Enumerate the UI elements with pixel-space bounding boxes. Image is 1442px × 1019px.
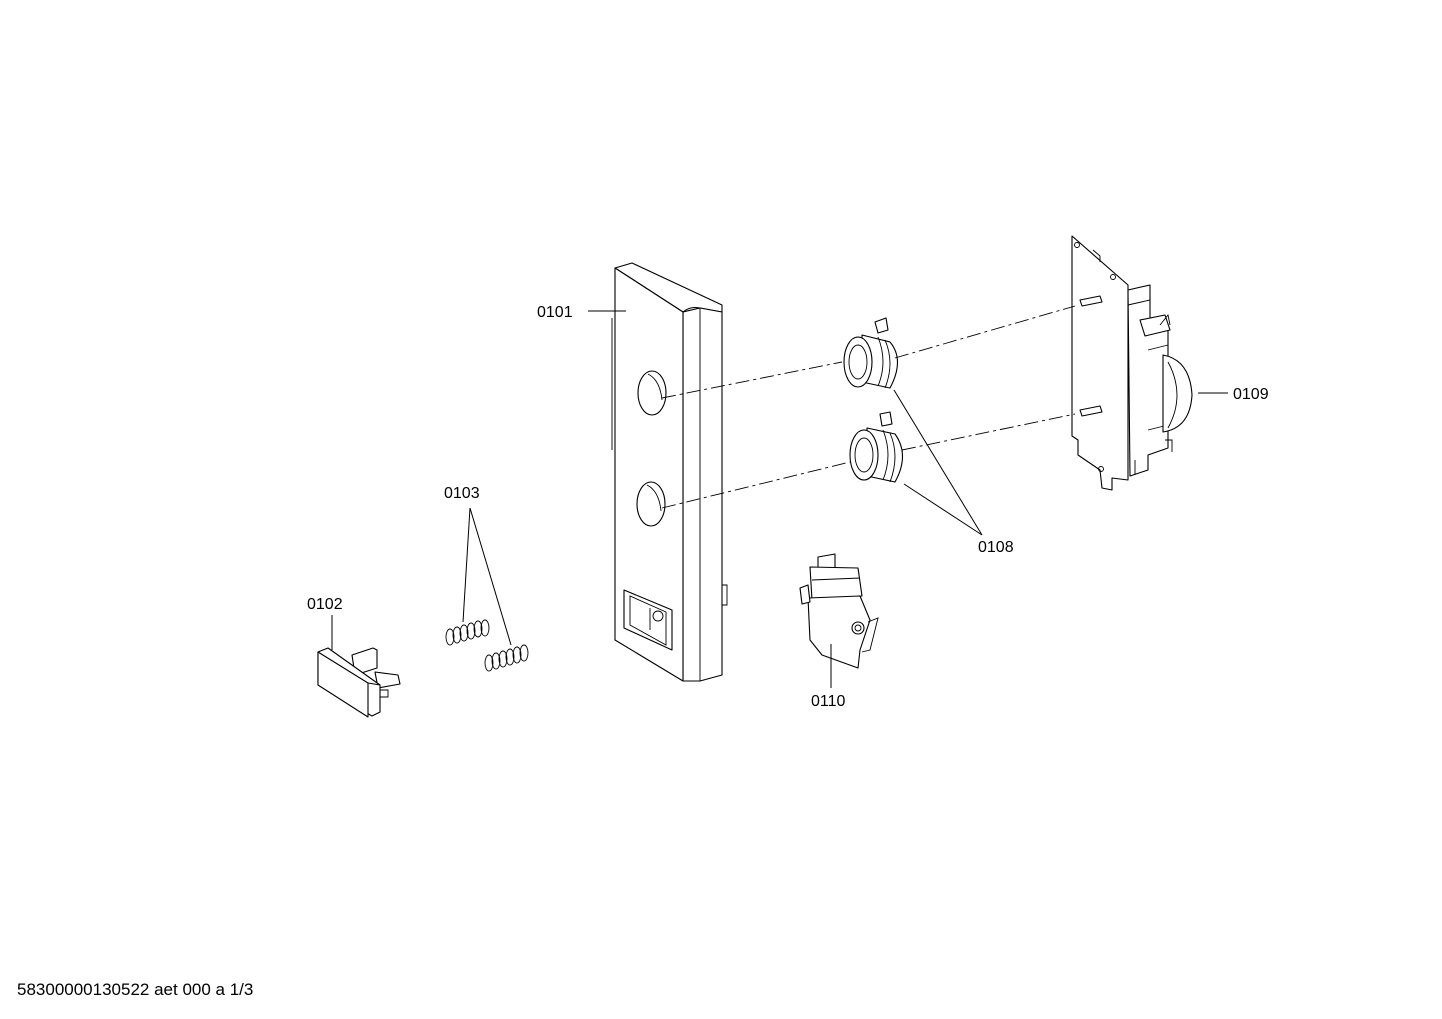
label-0109: 0109 <box>1233 386 1269 403</box>
timer-unit-part[interactable] <box>1071 235 1193 491</box>
document-footer-id: 58300000130522 aet 000 a 1/3 <box>17 980 254 999</box>
springs-part[interactable] <box>445 619 529 672</box>
control-panel-part[interactable] <box>611 262 728 682</box>
knob-bushing-upper[interactable] <box>843 317 899 389</box>
label-0101: 0101 <box>537 304 573 321</box>
label-0108: 0108 <box>978 539 1014 556</box>
label-0102: 0102 <box>307 596 343 613</box>
label-0103: 0103 <box>444 485 480 502</box>
knob-bushing-lower[interactable] <box>849 411 904 483</box>
rocker-switch-part[interactable] <box>799 553 879 669</box>
push-button-part[interactable] <box>317 647 401 718</box>
label-0110: 0110 <box>811 693 846 710</box>
